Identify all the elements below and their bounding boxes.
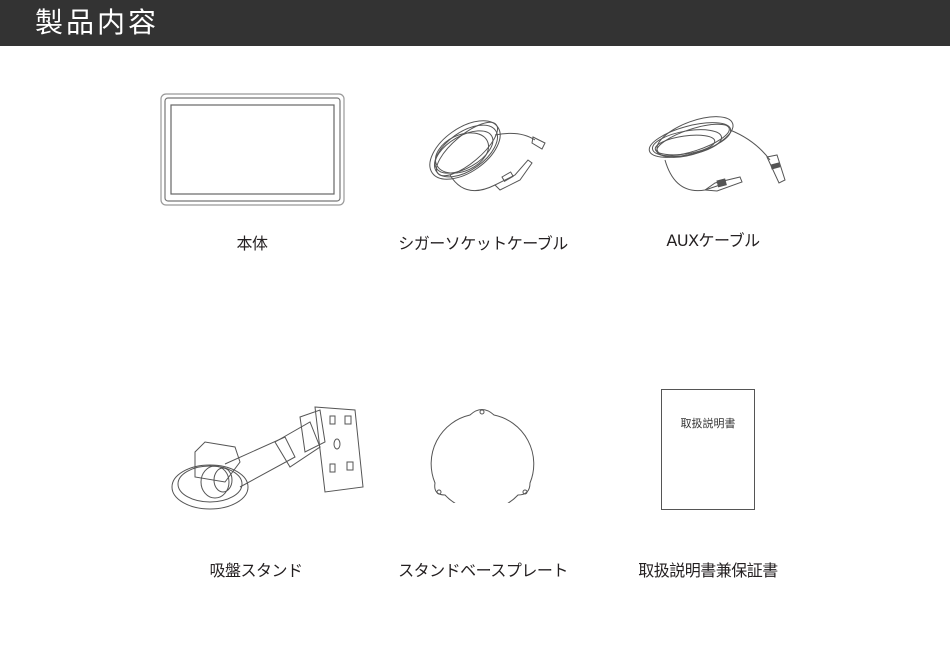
section-header: 製品内容 <box>0 0 950 46</box>
manual-cover-text: 取扱説明書 <box>680 417 736 430</box>
item-label-suction-stand: 吸盤スタンド <box>209 561 303 580</box>
aux-cable-icon <box>645 105 795 200</box>
item-label-aux-cable: AUXケーブル <box>666 231 760 250</box>
stand-base-plate-icon <box>430 403 535 503</box>
cigarette-socket-cable-icon <box>420 105 560 205</box>
suction-cup-stand-icon <box>165 402 365 512</box>
manual-icon: 取扱説明書 <box>661 389 755 510</box>
monitor-icon <box>160 93 346 207</box>
item-label-manual: 取扱説明書兼保証書 <box>638 561 778 580</box>
item-label-monitor: 本体 <box>236 234 268 253</box>
section-title: 製品内容 <box>35 6 160 39</box>
item-label-base-plate: スタンドベースプレート <box>398 561 568 580</box>
item-label-cigarette-cable: シガーソケットケーブル <box>398 234 568 253</box>
